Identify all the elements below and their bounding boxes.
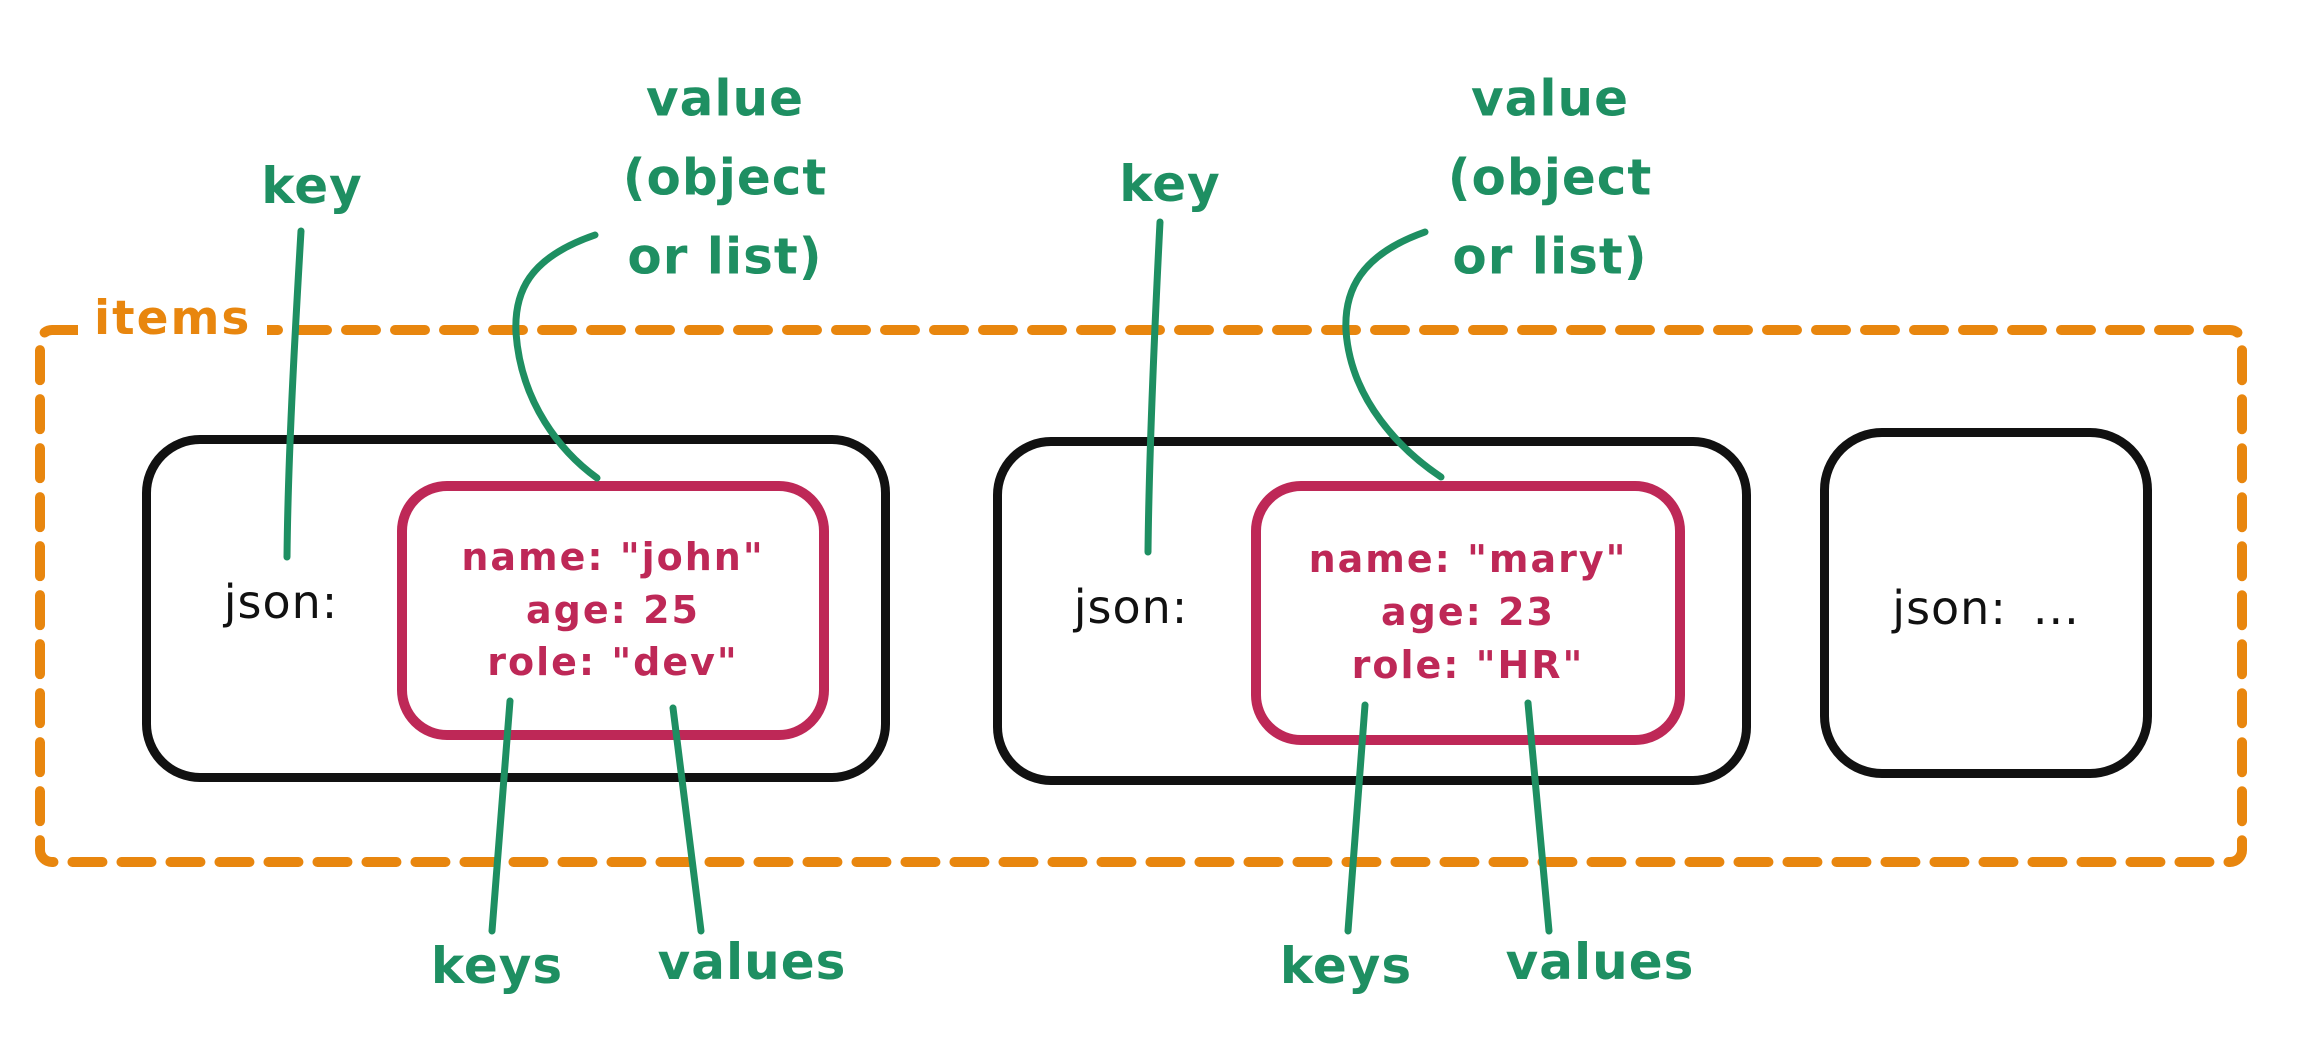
object-pair-role-1: role: "dev" — [487, 640, 739, 685]
annotation-keys-label-2: keys — [1279, 937, 1413, 995]
json-key-label-1: json: — [223, 575, 339, 629]
annotation-value-line-2c: or list) — [1452, 227, 1648, 286]
annotation-keys-label-1: keys — [430, 937, 564, 995]
annotation-values-label-2: values — [1505, 933, 1695, 991]
items-dashed-boundary — [35, 325, 2247, 867]
object-pair-age-1: age: 25 — [526, 587, 700, 632]
object-value-box-2: name: "mary" age: 23 role: "HR" — [1251, 481, 1685, 745]
values-pointer-line-2 — [1524, 699, 1553, 935]
json-key-text-3: json: — [1892, 581, 2007, 635]
value-pointer-curve-1 — [512, 231, 601, 482]
annotation-value-line-1b: (object — [622, 148, 828, 207]
annotation-value-line-1a: value — [646, 69, 804, 128]
annotation-value-line-1c: or list) — [627, 227, 823, 286]
keys-pointer-line-2 — [1344, 701, 1369, 935]
json-card-1 — [142, 435, 890, 782]
json-key-label-2: json: — [1073, 580, 1189, 634]
value-pointer-curve-2 — [1342, 228, 1445, 481]
object-pair-role-2: role: "HR" — [1351, 642, 1585, 687]
keys-pointer-line-1 — [488, 697, 514, 935]
object-pair-age-2: age: 23 — [1381, 590, 1555, 635]
annotation-value-label-2: value (object or list) — [1448, 60, 1653, 297]
annotation-value-line-2a: value — [1471, 69, 1629, 128]
object-pair-name-2: name: "mary" — [1308, 537, 1628, 582]
annotation-key-label-2: key — [1119, 155, 1221, 213]
json-card-2 — [993, 437, 1751, 785]
annotation-value-label-1: value (object or list) — [623, 60, 828, 297]
annotation-value-line-2b: (object — [1447, 148, 1653, 207]
json-card-3 — [1820, 428, 2152, 778]
object-value-box-1: name: "john" age: 25 role: "dev" — [397, 481, 829, 740]
items-label: items — [78, 291, 268, 346]
json-more-ellipsis: ... — [2032, 581, 2080, 635]
json-key-label-3: json: ... — [1892, 581, 2079, 635]
key-pointer-line-1 — [283, 227, 305, 561]
key-pointer-line-2 — [1144, 218, 1164, 556]
object-pair-name-1: name: "john" — [461, 534, 765, 579]
annotation-key-label-1: key — [261, 157, 363, 215]
values-pointer-line-1 — [669, 704, 705, 935]
annotation-values-label-1: values — [657, 933, 847, 991]
